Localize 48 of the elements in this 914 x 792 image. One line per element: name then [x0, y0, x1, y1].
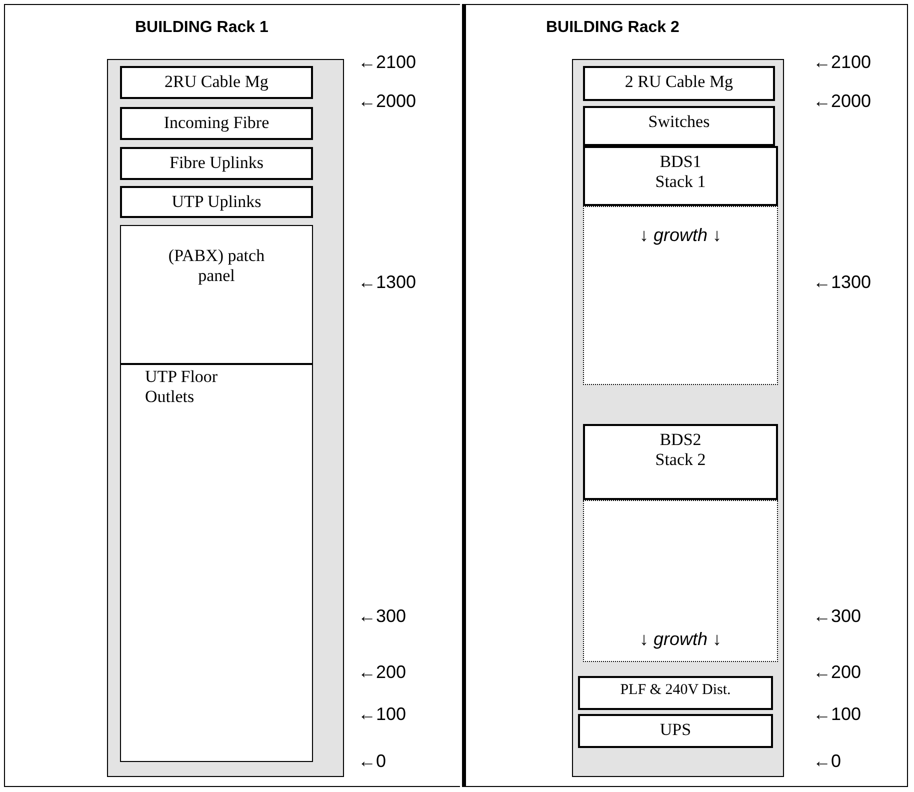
growth-area: [583, 500, 778, 662]
growth-note: ↓ growth ↓: [639, 225, 722, 246]
unit-label: UPS: [660, 720, 692, 740]
rack-unit: [583, 146, 778, 206]
height-mark: ←2000: [358, 91, 416, 112]
unit-label: PLF & 240V Dist.: [620, 682, 731, 699]
unit-label: Fibre Uplinks: [170, 153, 264, 173]
unit-label: UTP Uplinks: [172, 192, 262, 212]
rack-heading: BUILDING Rack 2: [546, 19, 680, 37]
height-mark: ←2100: [358, 52, 416, 73]
growth-note: ↓ growth ↓: [639, 629, 722, 650]
rack-unit: [120, 364, 313, 762]
rack-unit: [120, 66, 313, 99]
rack-frame: [572, 59, 784, 777]
rack-panel: [462, 4, 908, 787]
height-mark: ←100: [358, 704, 406, 725]
growth-area: [583, 206, 778, 385]
unit-label: UTP Floor Outlets: [145, 367, 219, 407]
height-mark: ←0: [813, 751, 842, 772]
unit-label: BDS2 Stack 2: [654, 430, 707, 470]
rack-unit: [583, 424, 778, 500]
unit-label: 2RU Cable Mg: [164, 72, 268, 92]
height-mark: ←100: [813, 704, 862, 725]
height-mark: ←300: [813, 606, 862, 627]
unit-label: 2 RU Cable Mg: [624, 72, 734, 92]
height-mark: ←1300: [358, 272, 416, 293]
rack-unit: [120, 225, 313, 364]
rack-unit: [120, 147, 313, 180]
rack-unit: [578, 714, 773, 748]
height-mark: ←2100: [813, 52, 872, 73]
rack-heading: BUILDING Rack 1: [135, 19, 268, 37]
height-mark: ←200: [358, 662, 406, 683]
rack-unit: [120, 186, 313, 218]
height-mark: ←0: [358, 751, 386, 772]
rack-frame: [107, 59, 344, 777]
rack-unit: [578, 676, 773, 710]
height-mark: ←2000: [813, 91, 872, 112]
rack-unit: [583, 106, 775, 146]
rack-unit: [583, 66, 775, 101]
height-mark: ←200: [813, 662, 862, 683]
unit-label: (PABX) patch panel: [167, 246, 266, 286]
unit-label: Switches: [648, 112, 710, 132]
height-mark: ←300: [358, 606, 406, 627]
rack-unit: [120, 107, 313, 140]
unit-label: BDS1 Stack 1: [654, 152, 707, 192]
rack-panel: [4, 4, 460, 787]
unit-label: Incoming Fibre: [164, 113, 270, 133]
height-mark: ←1300: [813, 272, 872, 293]
